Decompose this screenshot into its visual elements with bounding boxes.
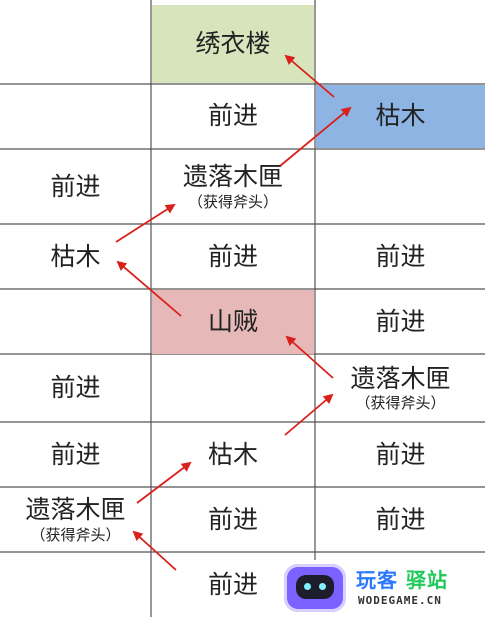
cell-label: 前进 — [207, 241, 258, 271]
cell-label: 前进 — [207, 504, 258, 534]
cell-lost-wooden-box: 遗落木匣 （获得斧头） — [152, 150, 314, 224]
cell-lost-wooden-box: 遗落木匣 （获得斧头） — [316, 355, 485, 422]
cell-label: 前进 — [375, 504, 426, 534]
cell-label: 前进 — [375, 439, 426, 469]
watermark: 玩客 驿站 WODEGAME.CN — [282, 560, 482, 616]
watermark-title-green: 驿站 — [405, 568, 448, 592]
cell-forward: 前进 — [152, 225, 314, 289]
cell-label: 枯木 — [50, 241, 101, 271]
route-arrow — [284, 393, 334, 436]
route-arrow — [285, 335, 334, 379]
route-arrow — [136, 461, 192, 504]
route-arrow — [284, 54, 335, 98]
cell-label: 前进 — [50, 439, 101, 469]
watermark-url: WODEGAME.CN — [358, 594, 442, 607]
cell-label: 前进 — [375, 306, 426, 336]
cell-forward: 前进 — [0, 423, 151, 487]
route-arrow — [132, 530, 177, 571]
cell-forward: 前进 — [152, 488, 314, 552]
cell-label: 遗落木匣 — [350, 363, 451, 393]
cell-forward: 前进 — [0, 355, 151, 422]
cell-label: 绣衣楼 — [195, 28, 271, 58]
cell-forward: 前进 — [316, 488, 485, 552]
cell-lost-wooden-box: 遗落木匣 （获得斧头） — [0, 488, 151, 552]
cell-label: 遗落木匣 — [182, 162, 283, 192]
cell-label: 前进 — [207, 569, 258, 599]
cell-note: （获得斧头） — [30, 525, 121, 544]
cell-label: 前进 — [207, 101, 258, 131]
cell-forward: 前进 — [316, 225, 485, 289]
cell-label: 遗落木匣 — [25, 495, 126, 525]
cell-forward: 前进 — [152, 85, 314, 148]
cell-forward: 前进 — [152, 553, 314, 617]
cell-dry-wood: 枯木 — [0, 225, 151, 289]
cell-label: 前进 — [50, 171, 101, 201]
cell-note: （获得斧头） — [187, 192, 278, 211]
cell-dry-wood: 枯木 — [152, 423, 314, 487]
watermark-title-blue: 玩客 — [356, 568, 398, 592]
cell-label: 山贼 — [207, 306, 258, 336]
route-arrow — [279, 106, 352, 167]
cell-label: 前进 — [375, 241, 426, 271]
cell-label: 枯木 — [375, 101, 426, 131]
cell-forward: 前进 — [316, 423, 485, 487]
watermark-title: 玩客 驿站 — [356, 564, 448, 593]
cell-embroidered-tower: 绣衣楼 — [152, 5, 314, 83]
cell-note: （获得斧头） — [355, 394, 446, 413]
route-arrow — [116, 260, 182, 317]
cell-forward: 前进 — [316, 290, 485, 354]
cell-label: 枯木 — [207, 439, 258, 469]
cell-label: 前进 — [50, 373, 101, 403]
route-arrow — [115, 203, 176, 243]
robot-face-icon — [284, 564, 346, 612]
cell-forward: 前进 — [0, 150, 151, 224]
